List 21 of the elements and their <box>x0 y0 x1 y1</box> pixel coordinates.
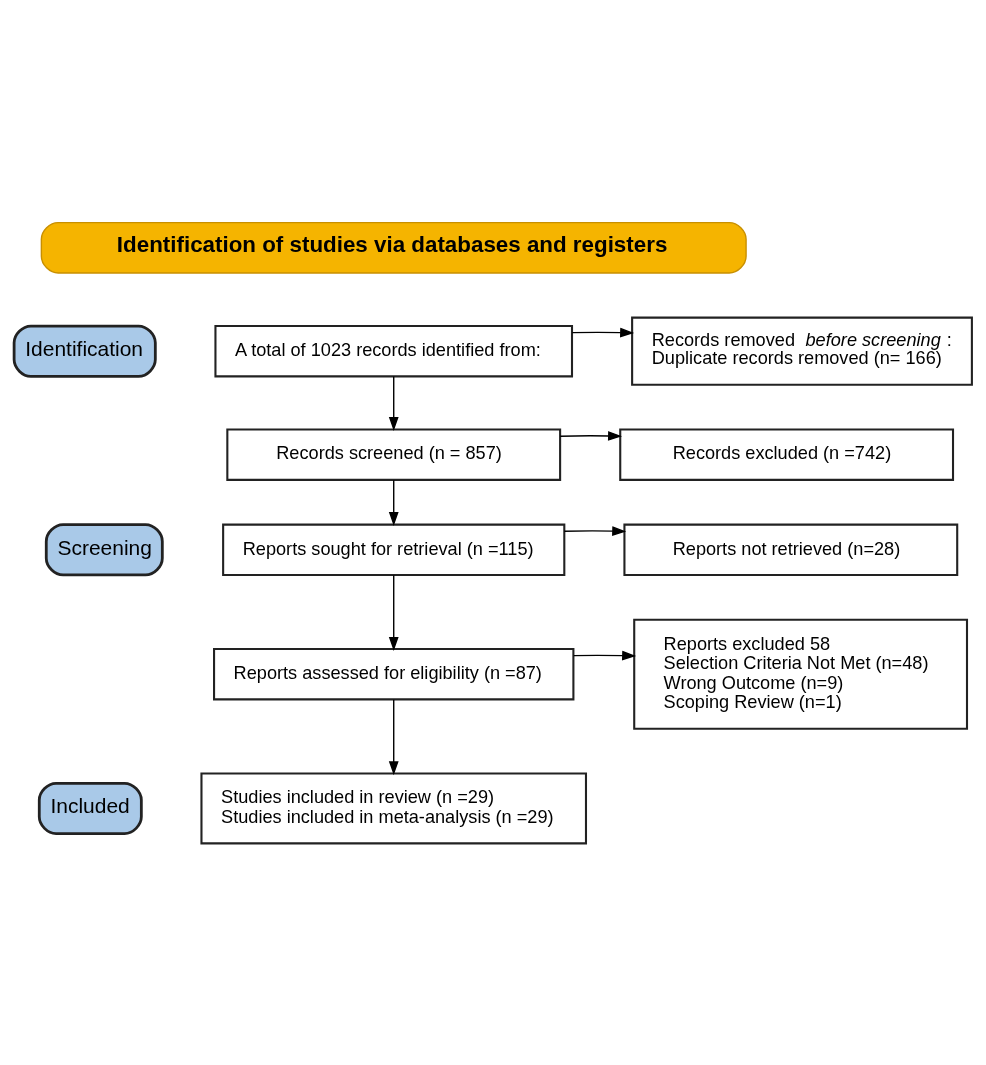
arrow <box>388 375 399 431</box>
arrow <box>388 574 399 651</box>
node-box: Identification of studies via databases and registers <box>40 221 747 274</box>
node-box: Reports not retrieved (n=28) <box>623 523 959 576</box>
node-box: Records excluded (n =742) <box>619 427 955 481</box>
node-box: Included <box>37 781 143 835</box>
node-box: Studies included in review (n =29) Studies included in meta-analysis (n =29) <box>200 771 588 844</box>
node-box: Identification <box>12 324 157 378</box>
arrow <box>571 327 635 337</box>
arrow <box>388 698 399 775</box>
arrow <box>559 430 623 441</box>
node-box: Reports assessed for eligibility (n =87) <box>213 647 575 700</box>
arrow <box>388 479 399 526</box>
node-box: Records screened (n = 857) <box>226 427 562 481</box>
node-box: Records removed before screening: Duplicate records removed (n= 166) <box>631 316 973 386</box>
node-box: Screening <box>44 522 164 576</box>
node-box: Reports excluded 58 Selection Criteria Not Met (n=48) Wrong Outcome (n=9) Scoping Review (n=1) <box>633 618 969 730</box>
arrow <box>573 650 637 660</box>
node-box: Reports sought for retrieval (n =115) <box>222 523 566 576</box>
node-box: A total of 1023 records identified from: <box>214 324 574 377</box>
arrow <box>563 525 627 536</box>
